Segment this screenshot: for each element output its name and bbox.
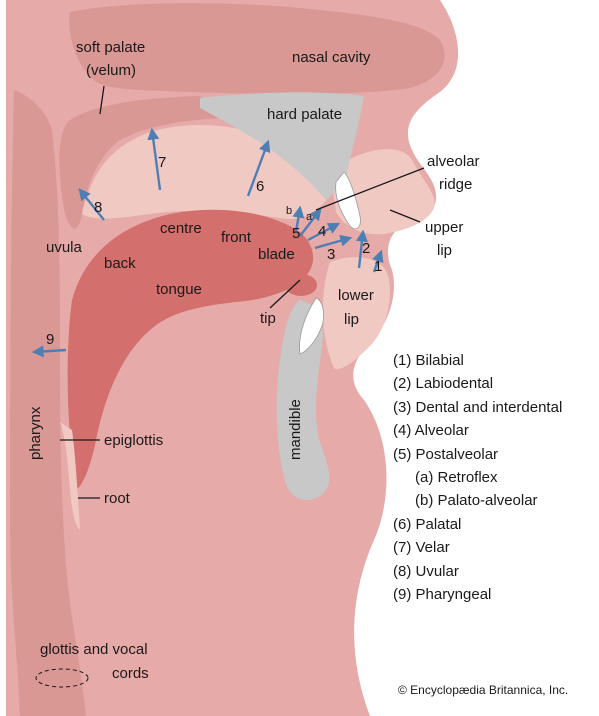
label-mandible: mandible <box>287 399 304 460</box>
legend-item: (b) Palato-alveolar <box>415 492 538 510</box>
sub-letter-b: b <box>286 205 292 217</box>
arrow-5b <box>292 205 305 233</box>
label-soft-palate: soft palate <box>76 39 145 56</box>
legend-item: (a) Retroflex <box>415 469 498 487</box>
label-uvula: uvula <box>46 239 83 256</box>
label-cords: cords <box>112 665 149 682</box>
label-centre: centre <box>160 220 202 237</box>
label-lower-lip: lip <box>344 311 359 328</box>
hard-palate-bone <box>200 92 364 200</box>
leader-soft-palate <box>99 85 105 115</box>
arrow-5 <box>299 208 322 237</box>
legend-item: (5) Postalveolar <box>393 445 499 463</box>
arrow-4 <box>307 222 341 242</box>
arrow-number-3: 3 <box>327 246 335 263</box>
arrow-7 <box>147 127 162 191</box>
label-front: front <box>221 229 252 246</box>
legend-item: (1) Bilabial <box>393 352 464 369</box>
label-root: root <box>104 490 131 507</box>
label-hard-palate: hard palate <box>267 106 342 123</box>
leader-upper-lip <box>389 209 421 223</box>
arrow-number-9: 9 <box>46 331 54 348</box>
places-of-articulation-legend: (1) Bilabial (2) Labiodental (3) Dental an… <box>393 349 562 606</box>
label-upper-lip: lip <box>437 242 452 259</box>
arrow-number-7: 7 <box>158 154 166 171</box>
arrow-number-2: 2 <box>362 240 370 257</box>
label-back: back <box>104 255 136 272</box>
label-tip: tip <box>260 310 276 327</box>
legend-item: (9) Pharyngeal <box>393 586 492 604</box>
arrow-number-6: 6 <box>256 178 264 195</box>
glottis-ellipse <box>35 668 89 688</box>
arrow-9 <box>31 345 67 358</box>
label-glottis-vocal: glottis and vocal <box>40 641 148 658</box>
soft-palate <box>59 96 220 229</box>
label-nasal-cavity: nasal cavity <box>292 49 371 66</box>
label-blade: blade <box>258 246 295 263</box>
copyright-credit: © Encyclopædia Britannica, Inc. <box>398 683 569 697</box>
lower-incisor <box>299 297 324 355</box>
arrow-3 <box>314 234 353 250</box>
label-pharynx: pharynx <box>27 406 44 460</box>
tongue-tip-shape <box>285 274 317 296</box>
arrow-number-1: 1 <box>374 258 382 275</box>
legend-item: (7) Velar <box>393 539 450 557</box>
legend-item: (8) Uvular <box>393 562 459 580</box>
arrow-6 <box>246 139 271 197</box>
arrow-8 <box>78 188 105 221</box>
arrow-number-4: 4 <box>318 223 326 240</box>
sub-letter-a: a <box>306 211 313 223</box>
label-velum: (velum) <box>86 62 136 79</box>
arrow-number-8: 8 <box>94 199 102 216</box>
arrow-2 <box>355 229 368 269</box>
legend-item: (6) Palatal <box>393 515 462 533</box>
label-alveolar: alveolar <box>427 153 480 170</box>
mandible-bone <box>276 300 330 500</box>
leader-alveolar-ridge <box>315 167 425 211</box>
lower-lip-shape <box>322 257 390 370</box>
legend-item: (4) Alveolar <box>393 422 469 440</box>
arrow-1 <box>372 249 384 273</box>
pharynx-column <box>10 90 86 716</box>
nasal-cavity <box>69 3 445 94</box>
label-tongue: tongue <box>156 281 202 298</box>
legend-item: (3) Dental and interdental <box>393 398 563 416</box>
legend-item: (2) Labiodental <box>393 375 494 393</box>
tongue-body <box>67 209 314 490</box>
epiglottis-shape <box>60 422 80 530</box>
label-lower: lower <box>338 287 374 304</box>
arrow-number-5: 5 <box>292 225 300 242</box>
label-epiglottis: epiglottis <box>104 432 163 449</box>
label-ridge: ridge <box>439 176 472 193</box>
label-upper: upper <box>425 219 463 236</box>
leader-tip <box>269 279 301 309</box>
upper-incisor <box>335 171 361 230</box>
